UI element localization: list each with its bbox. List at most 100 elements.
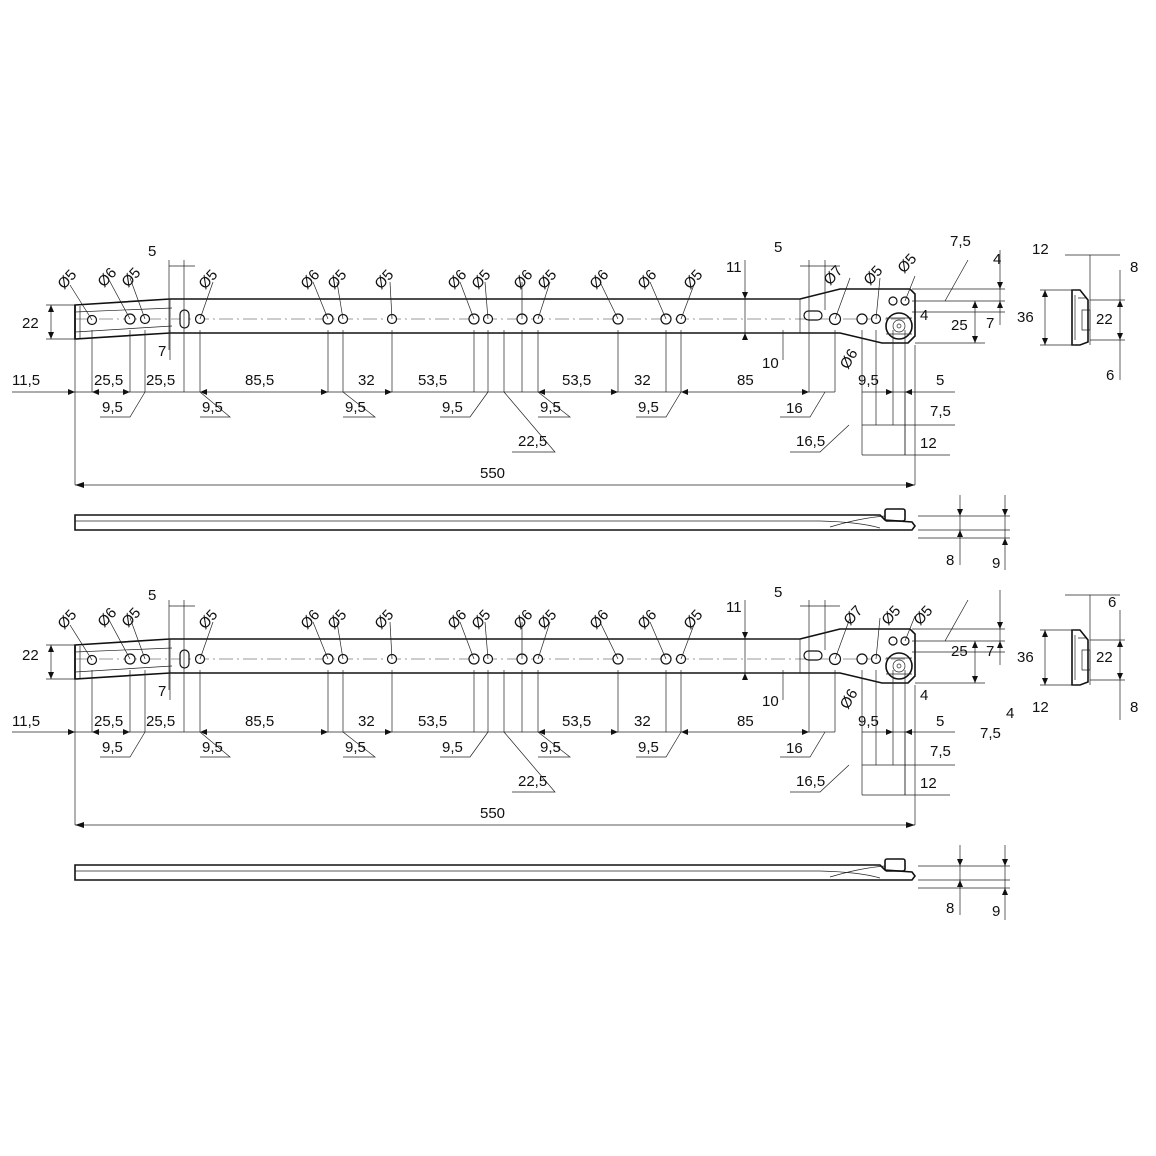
label-dim: 22 [1096,649,1113,666]
label-dim: 16 [786,400,803,417]
label-dim: 7,5 [980,725,1001,742]
label-dia: Ø5 [468,606,494,632]
label-dim: 85,5 [245,372,274,389]
label-dia: Ø5 [118,264,144,290]
label-dim: 4 [993,251,1001,268]
label-dim: 32 [634,713,651,730]
label-dim: 36 [1017,309,1034,326]
label-dim: 8 [946,552,954,569]
label-dim: 9,5 [638,399,659,416]
label-dia: Ø7 [820,262,846,288]
label-dim: 53,5 [418,372,447,389]
label-dim: 8 [946,900,954,917]
label-dia: Ø7 [840,602,866,628]
label-dim: 85 [737,372,754,389]
label-dim: 8 [1130,259,1138,276]
label-height: 22 [22,647,39,664]
top-rail-cross-section: 12 8 36 22 6 [1017,241,1138,384]
label-dia: Ø5 [54,606,80,632]
label-dia: Ø6 [510,606,536,632]
label-dim: 7 [158,343,166,360]
bottom-rail-side-view: 8 9 [74,844,1011,921]
label-dia: Ø5 [118,604,144,630]
label-dim: 9,5 [102,739,123,756]
label-dia: Ø5 [534,266,560,292]
label-dia: Ø5 [371,266,397,292]
label-dim: 25,5 [146,713,175,730]
label-dim: 9,5 [102,399,123,416]
bottom-rail-plan-view: Ø5 Ø6 Ø5 Ø5 Ø6 Ø5 Ø5 Ø6 Ø5 Ø6 Ø5 Ø6 Ø6 Ø… [11,584,1014,829]
label-dim: 7,5 [930,403,951,420]
label-dia: Ø5 [195,266,221,292]
label-dia: Ø6 [297,606,323,632]
label-dim: 10 [762,355,779,372]
label-dia: Ø6 [510,266,536,292]
label-dim: 9 [992,903,1000,920]
bottom-rail-cross-section: 6 36 22 12 8 [1017,594,1138,721]
label-dia: Ø5 [878,602,904,628]
label-dia: Ø6 [94,604,120,630]
label-dim: 11,5 [12,713,40,730]
label-dim: 9,5 [345,399,366,416]
label-dim: 5 [148,243,156,260]
label-dim: 53,5 [562,713,591,730]
label-dim: 32 [358,372,375,389]
label-dim: 25,5 [94,372,123,389]
label-dia: Ø5 [910,602,936,628]
label-dim: 53,5 [562,372,591,389]
label-dia: Ø5 [195,606,221,632]
label-dia: Ø6 [444,266,470,292]
label-dim: 22,5 [518,433,547,450]
label-dia: Ø5 [324,266,350,292]
label-dim: 16,5 [796,433,825,450]
label-dim: 85,5 [245,713,274,730]
label-dim: 9,5 [442,399,463,416]
label-dim: 32 [358,713,375,730]
label-dim: 9,5 [202,399,223,416]
label-dim: 25,5 [146,372,175,389]
label-dim: 9,5 [858,372,879,389]
label-dim: 12 [920,775,937,792]
label-dia: Ø6 [444,606,470,632]
label-dim: 12 [920,435,937,452]
label-dim: 7 [986,643,994,660]
label-dia: Ø6 [837,686,862,712]
label-dim: 9,5 [540,739,561,756]
top-rail-plan-view: Ø5 Ø6 Ø5 Ø5 Ø6 Ø5 Ø5 Ø6 Ø5 Ø6 Ø5 Ø6 Ø6 Ø… [11,233,1006,489]
label-dim: 85 [737,713,754,730]
label-dim: 9,5 [345,739,366,756]
label-dia: Ø5 [54,266,80,292]
label-height: 22 [22,315,39,332]
label-dia: Ø5 [894,250,920,276]
label-dim: 7 [158,683,166,700]
label-dim: 4 [920,307,928,324]
label-dia: Ø6 [634,606,660,632]
label-dia: Ø5 [680,606,706,632]
label-dim: 12 [1032,699,1049,716]
label-dia: Ø6 [297,266,323,292]
label-dia: Ø6 [586,266,612,292]
label-dia: Ø5 [371,606,397,632]
label-dia: Ø5 [468,266,494,292]
label-dia: Ø5 [324,606,350,632]
label-dim: 9 [992,555,1000,572]
label-dim: 16,5 [796,773,825,790]
label-dim: 5 [148,587,156,604]
label-dim: 7 [986,315,994,332]
label-dim: 4 [1006,705,1014,722]
label-dia: Ø5 [534,606,560,632]
label-dia: Ø6 [586,606,612,632]
label-dim: 8 [1130,699,1138,716]
label-total-length: 550 [480,465,505,482]
label-dim: 5 [774,239,782,256]
label-dia: Ø6 [94,264,120,290]
label-dim: 11 [726,599,742,616]
label-dim: 25 [951,643,968,660]
label-dim: 6 [1106,367,1114,384]
label-dia: Ø6 [634,266,660,292]
label-dim: 7,5 [930,743,951,760]
label-total-length: 550 [480,805,505,822]
label-dim: 4 [920,687,928,704]
label-dim: 16 [786,740,803,757]
